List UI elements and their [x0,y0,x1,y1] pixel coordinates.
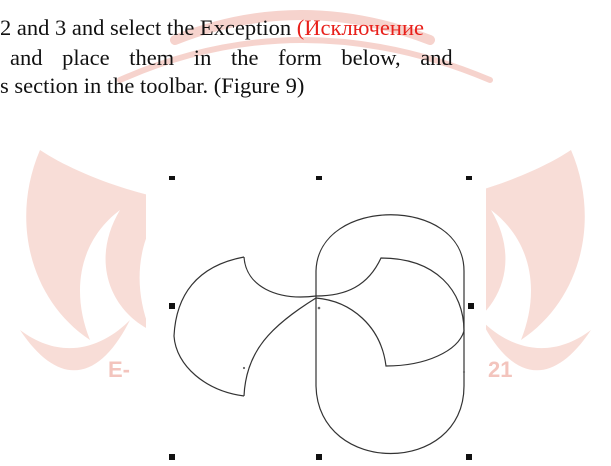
selection-handle-middle-right[interactable] [468,303,474,309]
shape-left-inner-arc-2 [243,297,317,397]
watermark-text-left: E- [108,357,130,382]
shape-left-top-arc [173,256,245,337]
node-marker-left [242,366,246,370]
shape-left-bottom-arc [173,335,245,397]
center-marker [317,306,321,310]
shape-right-bottom-arc [315,297,465,367]
figure-9 [146,176,486,460]
text-line-1: 2 and 3 and select the Exception (Исключ… [0,14,424,41]
line1-text: 2 and 3 and select the Exception [0,15,297,40]
selection-handle-top-left[interactable] [169,176,175,180]
shape-left-inner-arc [243,256,317,298]
node-marker-right [462,370,466,374]
selection-handle-bottom-left[interactable] [169,454,175,460]
watermark-text-right: 21 [488,357,512,382]
selection-handle-bottom-right[interactable] [466,454,472,460]
figure-9-drawing [169,176,474,460]
text-line-3: s section in the toolbar. (Figure 9) [0,73,305,98]
shape-stadium [315,214,465,454]
selection-handle-bottom-middle[interactable] [316,454,322,460]
selection-handle-top-right[interactable] [466,176,472,180]
selection-handle-top-middle[interactable] [316,176,322,180]
selection-handle-middle-left[interactable] [169,303,175,309]
text-line-2: and place them in the form below, and [10,45,453,70]
line1-russian-term: (Исключение [296,15,424,40]
shape-right-top-arc [315,257,465,332]
